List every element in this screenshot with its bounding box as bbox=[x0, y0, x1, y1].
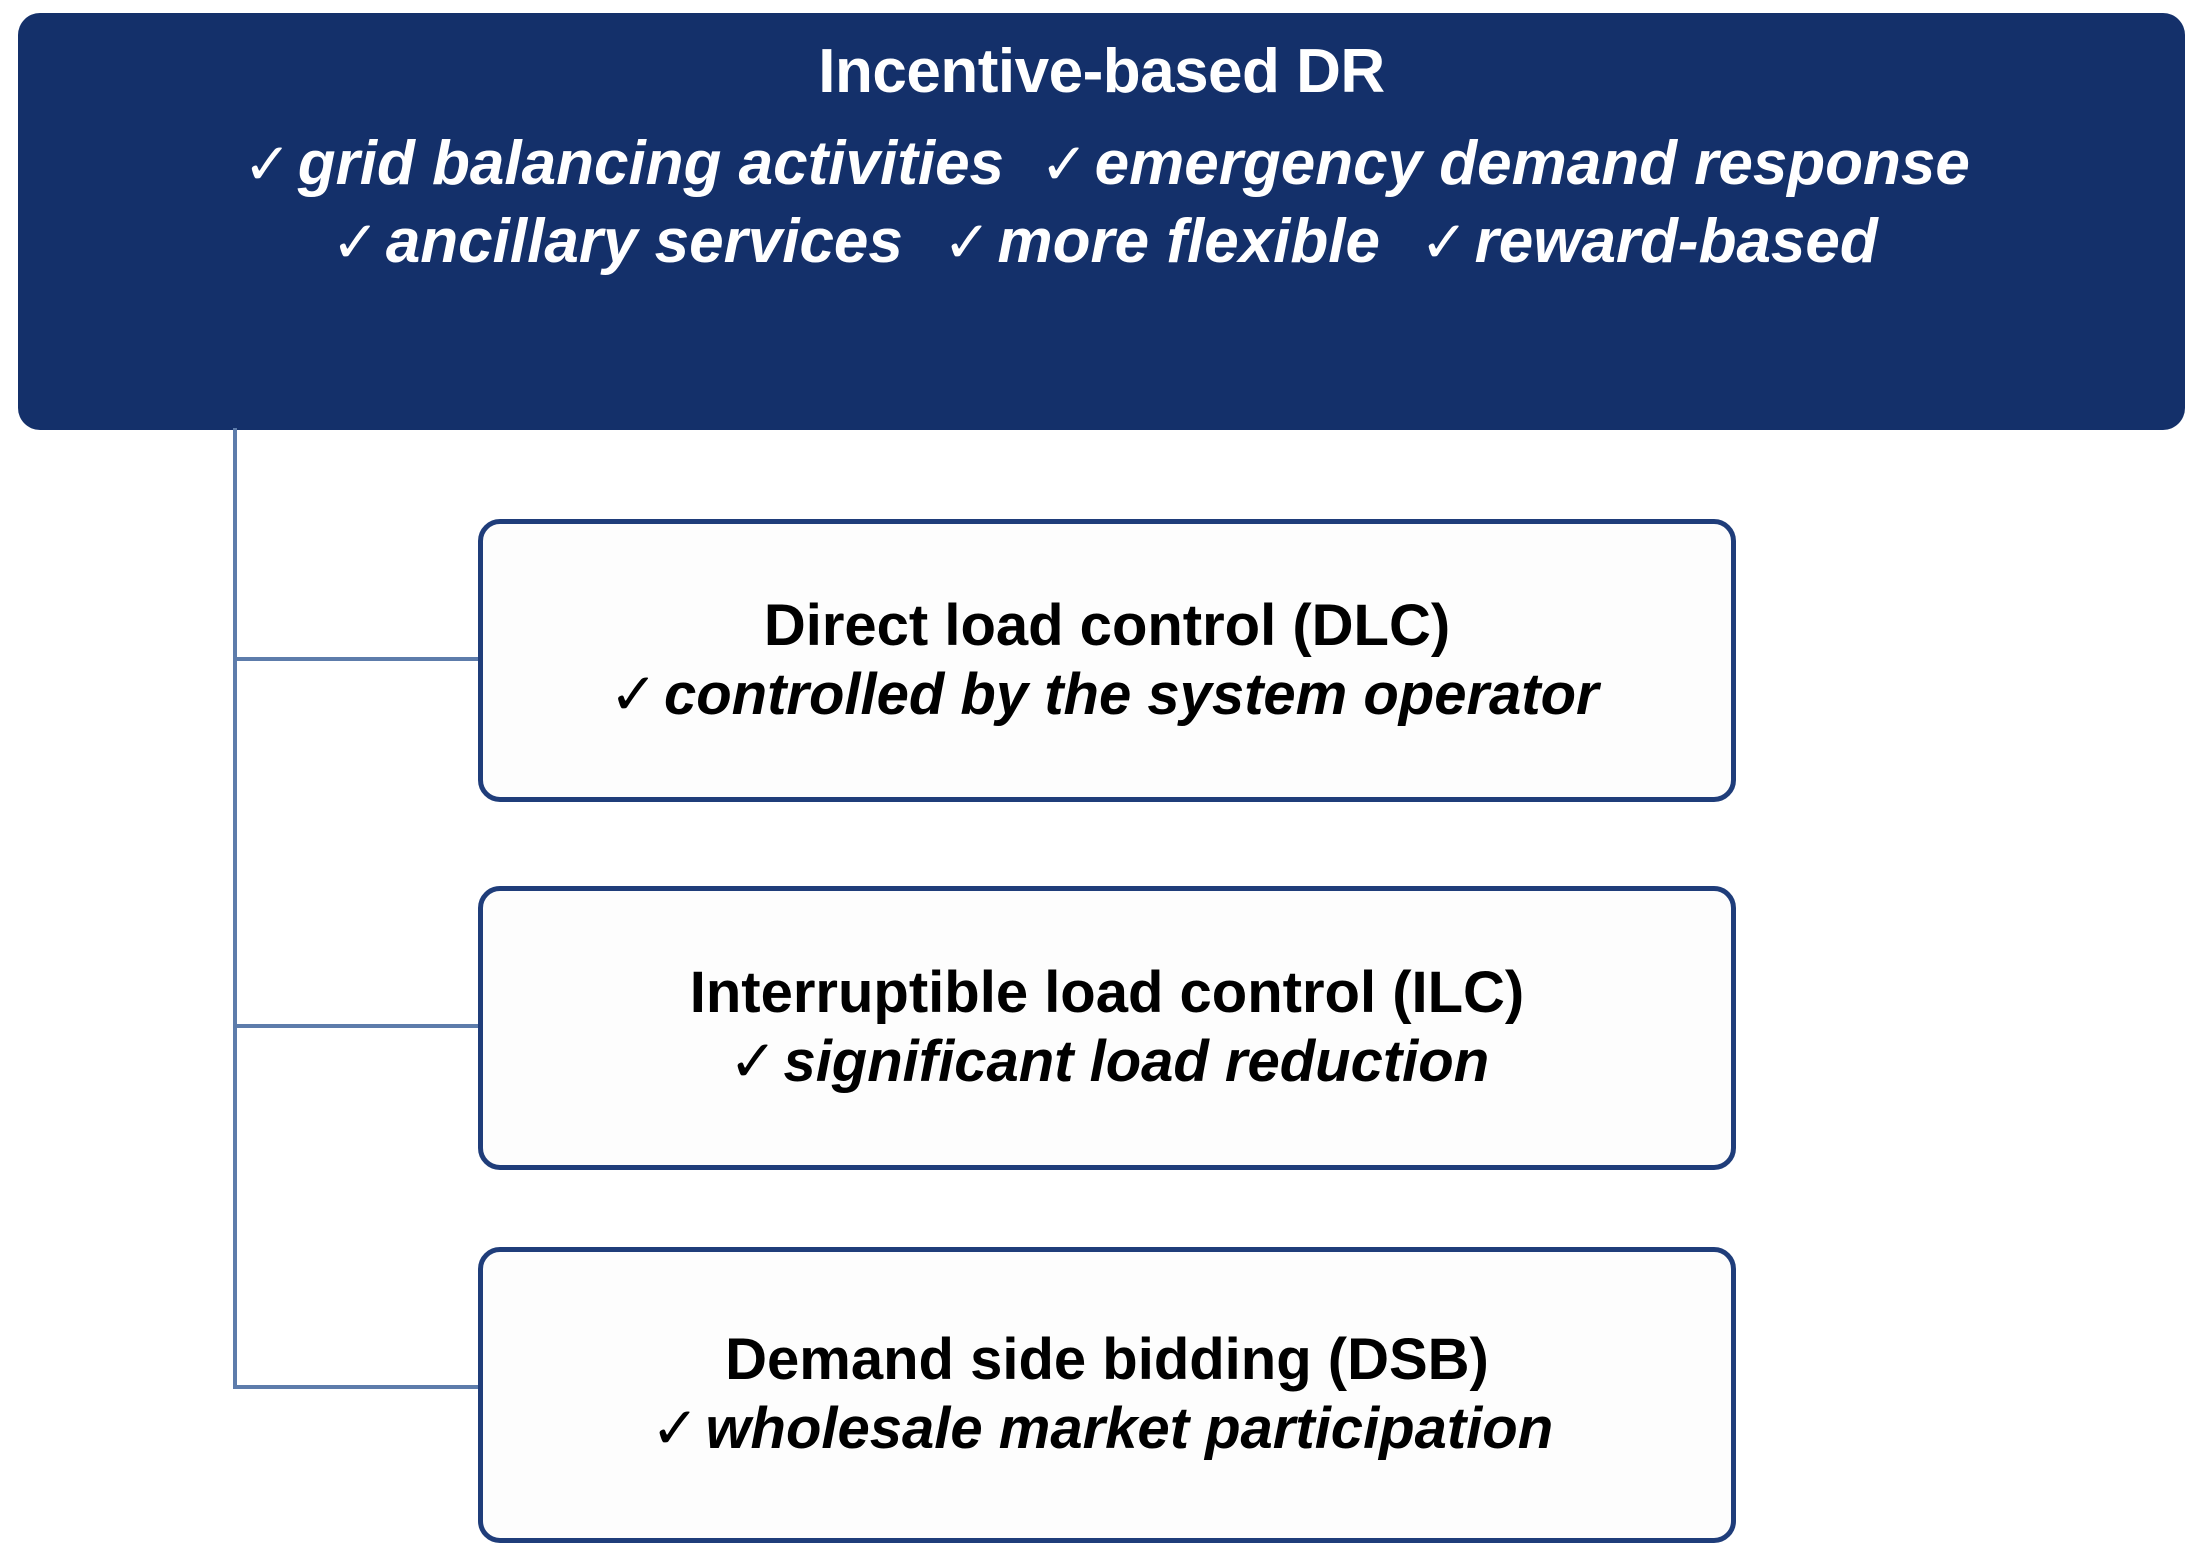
connector-branch-to-dsb bbox=[233, 1385, 480, 1389]
root-bullet-label: more flexible bbox=[997, 206, 1380, 276]
child-node-subtitle: significant load reduction bbox=[783, 1029, 1490, 1094]
check-icon: ✓ bbox=[1420, 209, 1469, 275]
root-bullet-more-flexible: ✓ more flexible bbox=[943, 204, 1380, 280]
root-bullet-ancillary-services: ✓ ancillary services bbox=[331, 204, 903, 280]
root-bullet-label: reward-based bbox=[1474, 206, 1878, 276]
root-node-title: Incentive-based DR bbox=[818, 37, 1385, 106]
child-node-subtitle-row: ✓ controlled by the system operator bbox=[609, 661, 1604, 728]
root-bullet-label: emergency demand response bbox=[1094, 129, 1970, 199]
check-icon: ✓ bbox=[243, 132, 292, 198]
root-bullet-line-2: ✓ ancillary services ✓ more flexible ✓ r… bbox=[325, 204, 1878, 280]
check-icon: ✓ bbox=[1040, 132, 1089, 198]
connector-branch-to-dlc bbox=[233, 657, 480, 661]
child-node-direct-load-control[interactable]: Direct load control (DLC) ✓ controlled b… bbox=[478, 519, 1736, 802]
root-bullet-grid-balancing-activities: ✓ grid balancing activities bbox=[243, 126, 1004, 202]
child-node-title: Direct load control (DLC) bbox=[763, 592, 1451, 658]
child-node-subtitle: controlled by the system operator bbox=[663, 661, 1599, 727]
connector-trunk-vertical bbox=[233, 428, 237, 1389]
child-node-subtitle-row: ✓ wholesale market participation bbox=[650, 1396, 1563, 1462]
child-node-title: Interruptible load control (ILC) bbox=[689, 960, 1525, 1026]
check-icon: ✓ bbox=[331, 209, 380, 275]
child-node-subtitle-row: ✓ significant load reduction bbox=[725, 1029, 1490, 1095]
root-node-bullet-list: ✓ grid balancing activities ✓ emergency … bbox=[18, 126, 2185, 279]
check-icon: ✓ bbox=[650, 1396, 700, 1461]
child-node-demand-side-bidding[interactable]: Demand side bidding (DSB) ✓ wholesale ma… bbox=[478, 1247, 1736, 1543]
child-node-interruptible-load-control[interactable]: Interruptible load control (ILC) ✓ signi… bbox=[478, 886, 1736, 1170]
child-node-subtitle: wholesale market participation bbox=[705, 1396, 1554, 1461]
check-icon: ✓ bbox=[728, 1029, 778, 1094]
root-bullet-label: grid balancing activities bbox=[297, 129, 1005, 199]
root-bullet-reward-based: ✓ reward-based bbox=[1420, 204, 1878, 280]
child-node-title: Demand side bidding (DSB) bbox=[725, 1327, 1489, 1393]
root-bullet-emergency-demand-response: ✓ emergency demand response bbox=[1040, 126, 1970, 202]
root-bullet-label: ancillary services bbox=[385, 206, 903, 276]
check-icon: ✓ bbox=[942, 209, 992, 275]
connector-branch-to-ilc bbox=[233, 1024, 480, 1028]
root-node-incentive-based-dr[interactable]: Incentive-based DR ✓ grid balancing acti… bbox=[18, 13, 2185, 430]
root-bullet-line-1: ✓ grid balancing activities ✓ emergency … bbox=[233, 126, 1970, 202]
check-icon: ✓ bbox=[609, 661, 658, 727]
